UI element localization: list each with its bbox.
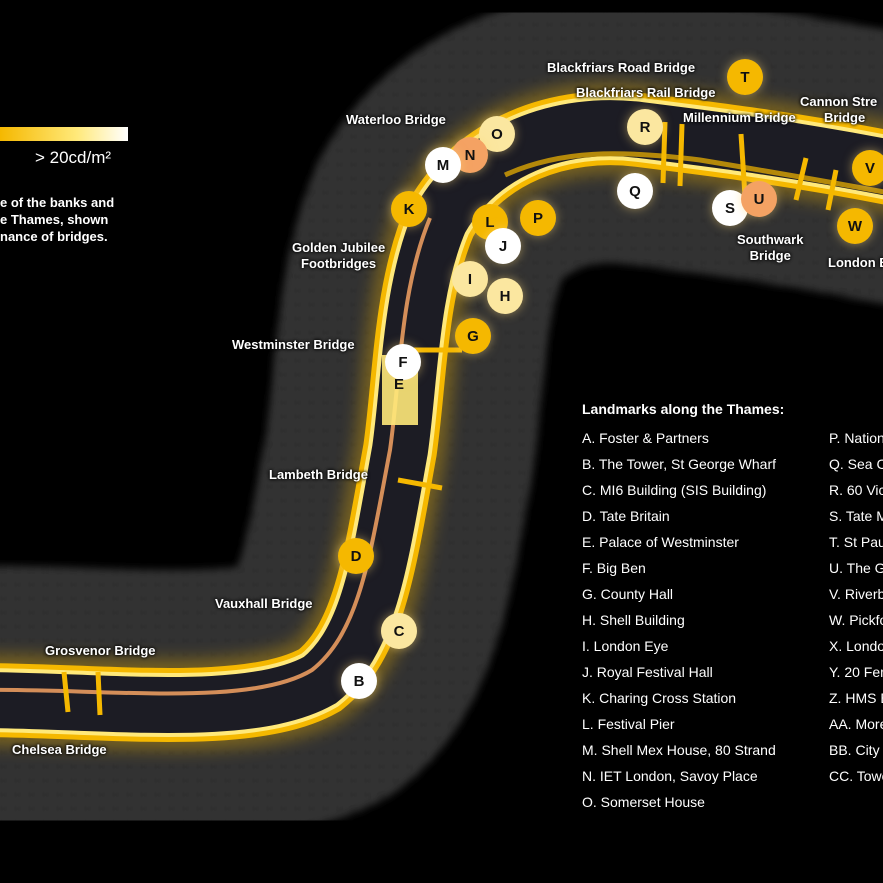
- luminance-threshold-label: > 20cd/m²: [35, 148, 112, 167]
- landmark-marker-q[interactable]: Q: [617, 173, 653, 209]
- landmarks-list-left: A. Foster & Partners B. The Tower, St Ge…: [582, 428, 776, 818]
- landmark-item: N. IET London, Savoy Place: [582, 768, 758, 784]
- legend-description: e of the banks and e Thames, shown nance…: [0, 194, 114, 245]
- landmark-item: Y. 20 Fen: [829, 664, 883, 680]
- bridge-label-line: Southwark: [737, 232, 804, 247]
- landmark-marker-m[interactable]: M: [425, 147, 461, 183]
- legend-description-line: nance of bridges.: [0, 229, 108, 244]
- landmark-item: L. Festival Pier: [582, 716, 675, 732]
- bridge-label-southwark: Southwark Bridge: [737, 232, 803, 264]
- bridge-label-golden-jubilee: Golden Jubilee Footbridges: [292, 240, 385, 272]
- landmark-marker-k[interactable]: K: [391, 191, 427, 227]
- landmark-marker-e[interactable]: E: [393, 375, 404, 393]
- landmark-item: AA. More: [829, 716, 883, 732]
- bridge-label-grosvenor: Grosvenor Bridge: [45, 643, 156, 658]
- landmarks-list-right: P. Nation Q. Sea C R. 60 Vic S. Tate M T…: [829, 428, 883, 792]
- landmark-item: R. 60 Vic: [829, 482, 883, 498]
- landmark-marker-f[interactable]: F: [385, 344, 421, 380]
- bridge-label-waterloo: Waterloo Bridge: [346, 112, 446, 127]
- landmark-item: O. Somerset House: [582, 794, 705, 810]
- landmark-item: V. Riverb: [829, 586, 883, 602]
- south-bank: [0, 217, 432, 696]
- bridge-label-line: Cannon Stre: [800, 94, 878, 109]
- landmark-item: E. Palace of Westminster: [582, 534, 739, 550]
- landmark-item: Z. HMS B: [829, 690, 883, 706]
- landmark-item: F. Big Ben: [582, 560, 646, 576]
- legend-description-line: e of the banks and: [0, 195, 115, 210]
- landmark-item: B. The Tower, St George Wharf: [582, 456, 777, 472]
- landmark-item: S. Tate M: [829, 508, 883, 524]
- landmark-item: J. Royal Festival Hall: [582, 664, 713, 680]
- landmark-item: U. The Gl: [829, 560, 883, 576]
- landmark-item: H. Shell Building: [582, 612, 685, 628]
- landmark-item: W. Pickfo: [829, 612, 883, 628]
- bridge-label-chelsea: Chelsea Bridge: [12, 742, 107, 757]
- landmark-item: Q. Sea C: [829, 456, 883, 472]
- landmark-item: CC. Towe: [829, 768, 883, 784]
- landmark-item: C. MI6 Building (SIS Building): [582, 482, 767, 498]
- bridge-label-line: Bridge: [824, 110, 866, 125]
- landmark-item: K. Charing Cross Station: [582, 690, 737, 706]
- bridge-label-blackfriars-road: Blackfriars Road Bridge: [547, 60, 696, 75]
- legend-description-line: e Thames, shown: [0, 212, 109, 227]
- landmark-marker-p[interactable]: P: [520, 200, 556, 236]
- bridge-label-line: Footbridges: [301, 256, 377, 271]
- landmark-item: D. Tate Britain: [582, 508, 670, 524]
- bridge-label-line: Golden Jubilee: [292, 240, 386, 255]
- landmark-item: A. Foster & Partners: [582, 430, 709, 446]
- landmark-marker-c[interactable]: C: [381, 613, 417, 649]
- bridge-label-millennium: Millennium Bridge: [683, 110, 796, 125]
- landmark-marker-t[interactable]: T: [727, 59, 763, 95]
- landmark-marker-s[interactable]: S: [712, 190, 748, 226]
- landmark-item: T. St Pau: [829, 534, 883, 550]
- landmark-marker-w[interactable]: W: [837, 208, 873, 244]
- bridge-label-london: London B: [828, 255, 883, 270]
- bridge-label-westminster: Westminster Bridge: [232, 337, 355, 352]
- bridge-label-cannon-street: Cannon Stre Bridge: [800, 94, 877, 126]
- landmark-item: X. Londo: [829, 638, 883, 654]
- landmark-marker-h[interactable]: H: [487, 278, 523, 314]
- bridge-label-blackfriars-rail: Blackfriars Rail Bridge: [576, 85, 716, 100]
- bridge-label-lambeth: Lambeth Bridge: [269, 467, 368, 482]
- landmark-marker-u[interactable]: U: [741, 181, 777, 217]
- luminance-gradient-bar: [0, 127, 128, 141]
- landmark-item: P. Nation: [829, 430, 883, 446]
- landmark-marker-i[interactable]: I: [452, 261, 488, 297]
- landmark-marker-j[interactable]: J: [485, 228, 521, 264]
- bridge-label-vauxhall: Vauxhall Bridge: [215, 596, 313, 611]
- landmark-marker-g[interactable]: G: [455, 318, 491, 354]
- landmark-marker-v[interactable]: V: [852, 150, 883, 186]
- landmark-item: M. Shell Mex House, 80 Strand: [582, 742, 776, 758]
- landmark-marker-r[interactable]: R: [627, 109, 663, 145]
- bridge-label-line: Bridge: [749, 248, 791, 263]
- landmark-item: I. London Eye: [582, 638, 669, 654]
- landmarks-title: Landmarks along the Thames:: [582, 401, 785, 417]
- landmark-item: BB. City: [829, 742, 880, 758]
- landmark-item: G. County Hall: [582, 586, 674, 602]
- landmark-marker-b[interactable]: B: [341, 663, 377, 699]
- landmark-marker-d[interactable]: D: [338, 538, 374, 574]
